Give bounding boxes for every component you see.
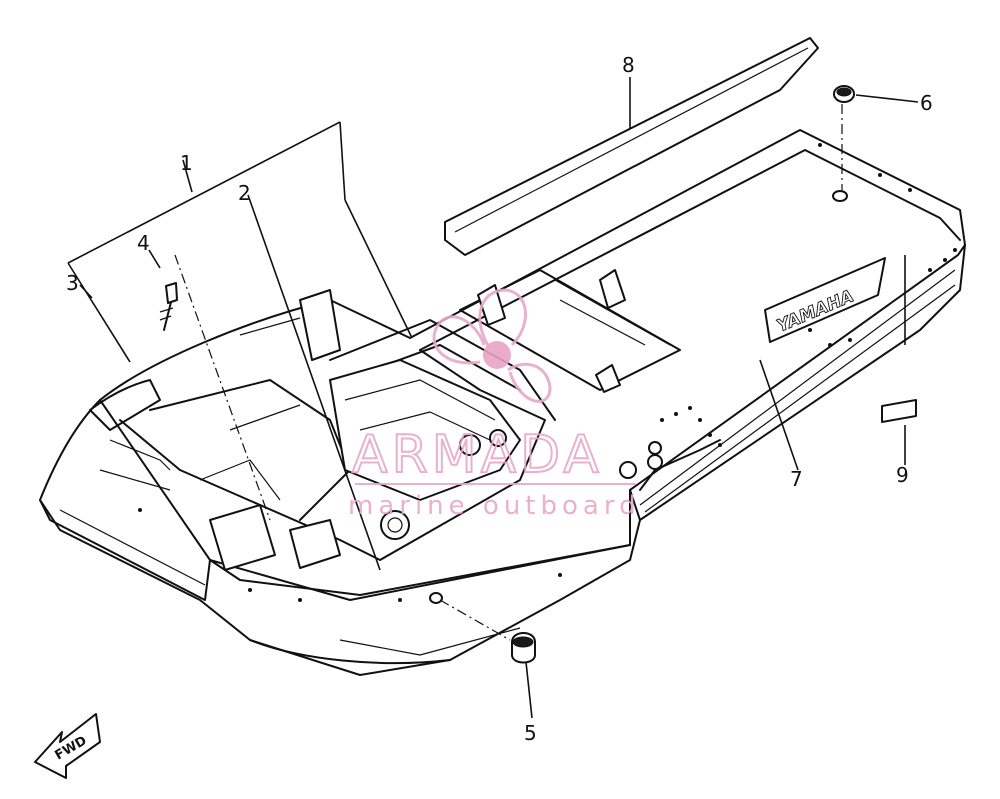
part-labels: 1 2 3 4 5 6 7 8 9: [66, 53, 933, 745]
hull-rivets: [138, 143, 957, 602]
watermark-title: ARMADA: [352, 425, 603, 485]
plug-bottom: [429, 592, 536, 664]
screw: [159, 282, 178, 331]
part-label-9: 9: [896, 463, 909, 487]
part-label-2: 2: [238, 181, 251, 205]
part-label-5: 5: [524, 721, 537, 745]
part-label-4: 4: [137, 231, 150, 255]
plug-top: [832, 85, 855, 202]
deck-tray: [459, 269, 681, 393]
watermark-subtitle: marine outboard: [348, 491, 641, 521]
small-plate: [881, 399, 917, 423]
leader-lines: [67, 77, 919, 719]
hull: [39, 129, 966, 676]
fwd-direction-arrow: FWD: [34, 713, 101, 779]
part-label-7: 7: [790, 467, 803, 491]
propeller-logo-icon: [432, 288, 552, 403]
part-label-1: 1: [180, 151, 193, 175]
part-label-6: 6: [920, 91, 933, 115]
trim-strip: [444, 37, 819, 256]
part-label-3: 3: [66, 271, 79, 295]
watermark: ARMADA marine outboard: [348, 288, 641, 521]
part-label-8: 8: [622, 53, 635, 77]
engine-bay: [99, 289, 663, 571]
